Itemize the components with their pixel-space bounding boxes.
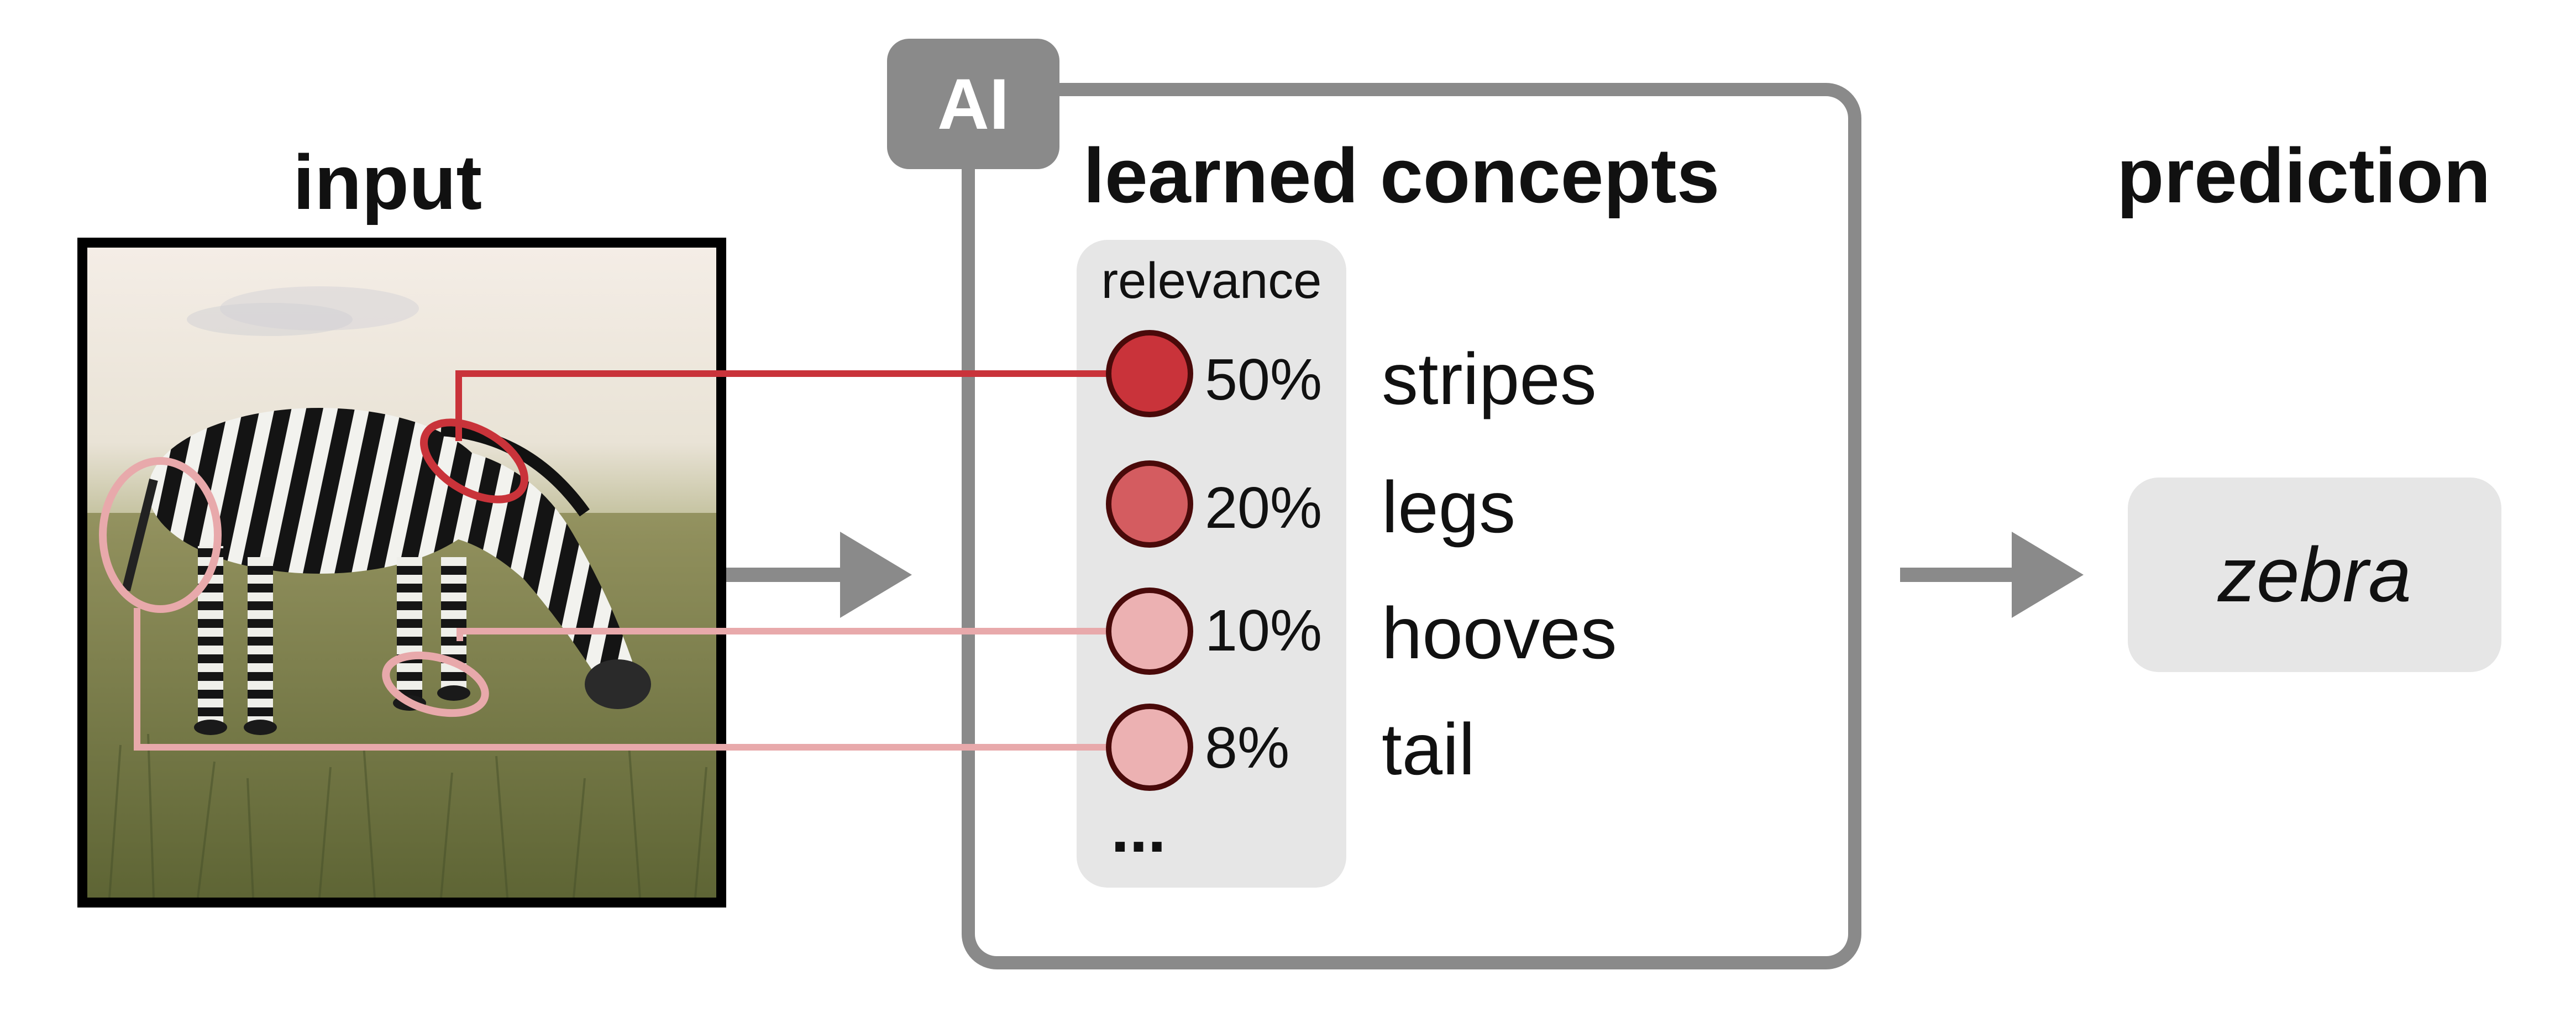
relevance-circle-stripes (1106, 330, 1193, 417)
concept-tail: tail (1382, 709, 1475, 790)
more-concepts-ellipsis: ... (1111, 792, 1167, 866)
zebra-body (148, 408, 491, 574)
relevance-value-hooves: 10% (1205, 598, 1323, 663)
prediction-label: zebra (2217, 531, 2412, 618)
relevance-value-stripes: 50% (1205, 347, 1323, 412)
concepts-heading: learned concepts (1083, 132, 1720, 219)
relevance-circle-tail (1106, 704, 1193, 791)
input-image (77, 238, 726, 908)
relevance-value-tail: 8% (1205, 715, 1290, 780)
relevance-value-legs: 20% (1205, 475, 1323, 541)
stripes-callout (419, 418, 529, 503)
concept-stripes: stripes (1382, 338, 1597, 419)
ai-model-frame (962, 83, 1861, 969)
ai-badge: AI (887, 39, 1059, 169)
ai-to-prediction-arrow (1900, 532, 2084, 618)
input-heading: input (293, 139, 482, 225)
concept-hooves: hooves (1382, 592, 1617, 674)
hooves-callout (382, 651, 489, 717)
tail-callout (99, 457, 222, 613)
relevance-circle-hooves (1106, 588, 1193, 675)
zebra-photo (87, 248, 716, 898)
prediction-heading: prediction (2117, 132, 2491, 219)
hooves-connector (457, 628, 1111, 641)
relevance-circle-legs (1106, 460, 1193, 548)
stripes-connector (455, 370, 1111, 441)
prediction-box: zebra (2128, 478, 2501, 672)
tail-connector (134, 608, 1111, 751)
concept-legs: legs (1382, 466, 1516, 548)
input-to-ai-arrow (726, 532, 912, 618)
relevance-label: relevance (1101, 253, 1322, 309)
